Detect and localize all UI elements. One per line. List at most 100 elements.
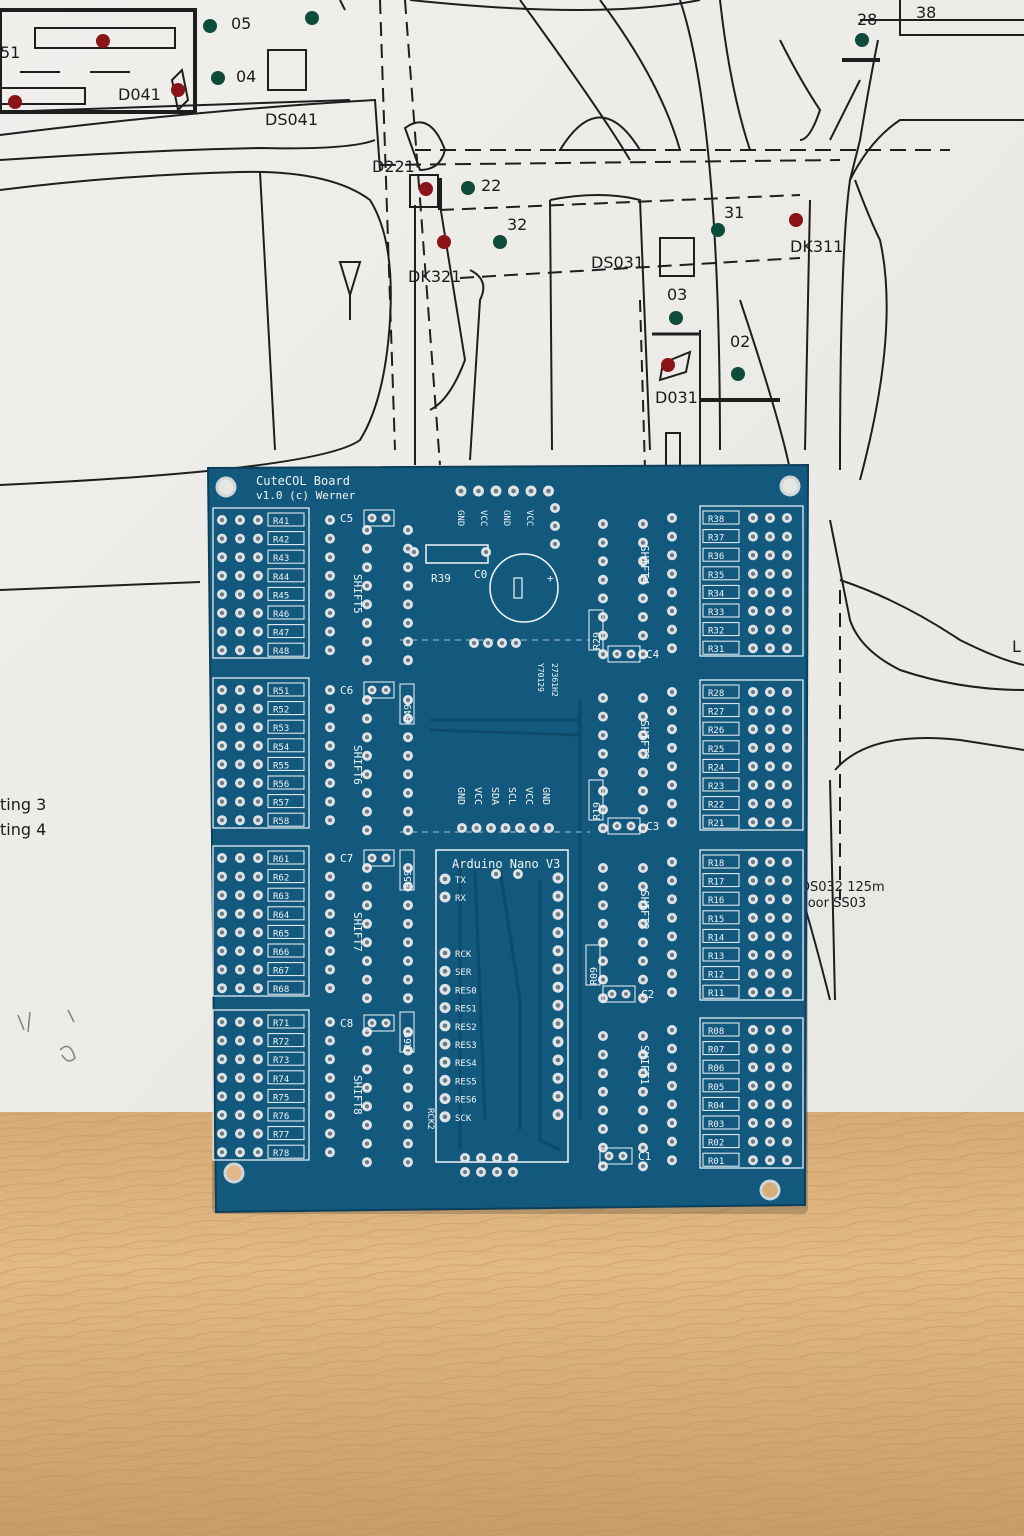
resistor-outline	[702, 547, 740, 562]
drill-hole	[513, 640, 519, 646]
drill-hole	[219, 780, 225, 786]
drill-hole	[384, 516, 388, 520]
capacitor-outline	[363, 681, 395, 699]
drill-hole	[255, 555, 261, 560]
resistor-outline	[267, 701, 305, 716]
drill-hole	[405, 716, 411, 721]
drill-hole	[237, 1150, 243, 1155]
rck2-label: RCK2	[425, 1108, 435, 1130]
drill-hole	[364, 716, 370, 721]
drill-hole	[600, 1108, 606, 1113]
drill-hole	[640, 977, 646, 982]
resistor-label: R14	[708, 933, 724, 943]
drill-hole	[640, 751, 646, 756]
drill-hole	[517, 825, 523, 831]
resistor-outline	[702, 910, 740, 925]
drill-hole	[327, 1038, 333, 1043]
drill-hole	[600, 770, 606, 775]
drill-hole	[767, 689, 773, 695]
drill-hole	[327, 592, 333, 597]
drill-hole	[503, 825, 508, 831]
arduino-pin-label: SCK	[455, 1114, 472, 1124]
drill-hole	[405, 977, 411, 982]
drill-hole	[784, 1046, 790, 1051]
drill-hole	[640, 921, 646, 926]
drill-hole	[237, 687, 243, 693]
drill-hole	[546, 825, 552, 831]
resistor-label: R37	[708, 534, 724, 544]
drill-hole	[237, 1075, 243, 1080]
drill-hole	[370, 688, 374, 692]
drill-hole	[471, 640, 477, 646]
connector-block-outline	[212, 1009, 310, 1161]
drill-hole	[255, 893, 261, 898]
drill-hole	[483, 549, 489, 555]
arduino-pin-label: RES1	[455, 1005, 477, 1015]
drill-hole	[784, 1139, 790, 1144]
drill-hole	[767, 627, 773, 632]
drill-hole	[640, 940, 646, 945]
drill-hole	[621, 1154, 625, 1158]
resistor-outline	[702, 721, 740, 736]
drill-hole	[493, 488, 499, 494]
drill-hole	[767, 801, 773, 806]
drill-hole	[364, 1141, 370, 1146]
resistor-label: R58	[273, 817, 289, 827]
resistor-outline	[702, 1096, 740, 1111]
drill-hole	[237, 948, 243, 954]
capacitor-label: C8	[340, 1017, 353, 1030]
drill-hole	[767, 708, 773, 713]
drill-hole	[364, 1160, 370, 1165]
connector-block-outline	[699, 505, 804, 657]
capacitor-outline	[363, 1014, 395, 1032]
drill-hole	[485, 640, 491, 646]
connector-block-outline	[699, 849, 804, 1001]
resistor-label: R54	[273, 743, 289, 753]
drill-hole	[750, 1027, 756, 1033]
resistor-outline	[267, 887, 305, 902]
drill-hole	[767, 646, 773, 651]
connector-block-outline	[699, 1017, 804, 1169]
resistor-outline	[267, 812, 305, 827]
drill-hole	[219, 706, 225, 711]
drill-hole	[767, 1046, 773, 1051]
drill-hole	[750, 934, 756, 939]
drill-hole	[219, 893, 225, 898]
drill-hole	[405, 940, 411, 945]
drill-hole	[600, 695, 606, 701]
resistor-label: R52	[273, 706, 289, 716]
map-label-ting3: ting 3	[0, 795, 46, 814]
arduino-pin-label: SER	[455, 968, 472, 978]
drill-hole	[255, 818, 261, 823]
drill-hole	[750, 1046, 756, 1051]
resistor-label: R35	[708, 571, 724, 581]
resistor-label: R71	[273, 1019, 289, 1029]
drill-hole	[640, 577, 646, 582]
resistor-outline	[702, 947, 740, 962]
resistor-outline	[702, 566, 740, 581]
drill-hole	[405, 658, 411, 663]
resistor-label: R59	[403, 870, 414, 888]
map-label-28: 28	[857, 10, 877, 29]
drill-hole	[750, 1083, 756, 1088]
drill-hole	[327, 706, 333, 711]
drill-hole	[600, 652, 606, 657]
capacitor-label: C6	[340, 684, 353, 697]
drill-hole	[327, 986, 333, 991]
drill-hole	[370, 1021, 374, 1025]
drill-hole	[327, 517, 333, 523]
drill-hole	[255, 725, 261, 730]
drill-hole	[750, 1120, 756, 1126]
map-label-edge-l: L	[1012, 637, 1021, 656]
drill-hole	[327, 610, 333, 616]
drill-hole	[750, 745, 756, 750]
drill-hole	[237, 555, 243, 560]
drill-hole	[364, 565, 370, 570]
drill-hole	[555, 966, 561, 972]
drill-hole	[327, 1019, 333, 1025]
header-pin-label: VCC	[478, 510, 488, 526]
resistor-label: R26	[708, 726, 724, 736]
resistor-label: R62	[273, 874, 289, 884]
drill-hole	[750, 1139, 756, 1144]
